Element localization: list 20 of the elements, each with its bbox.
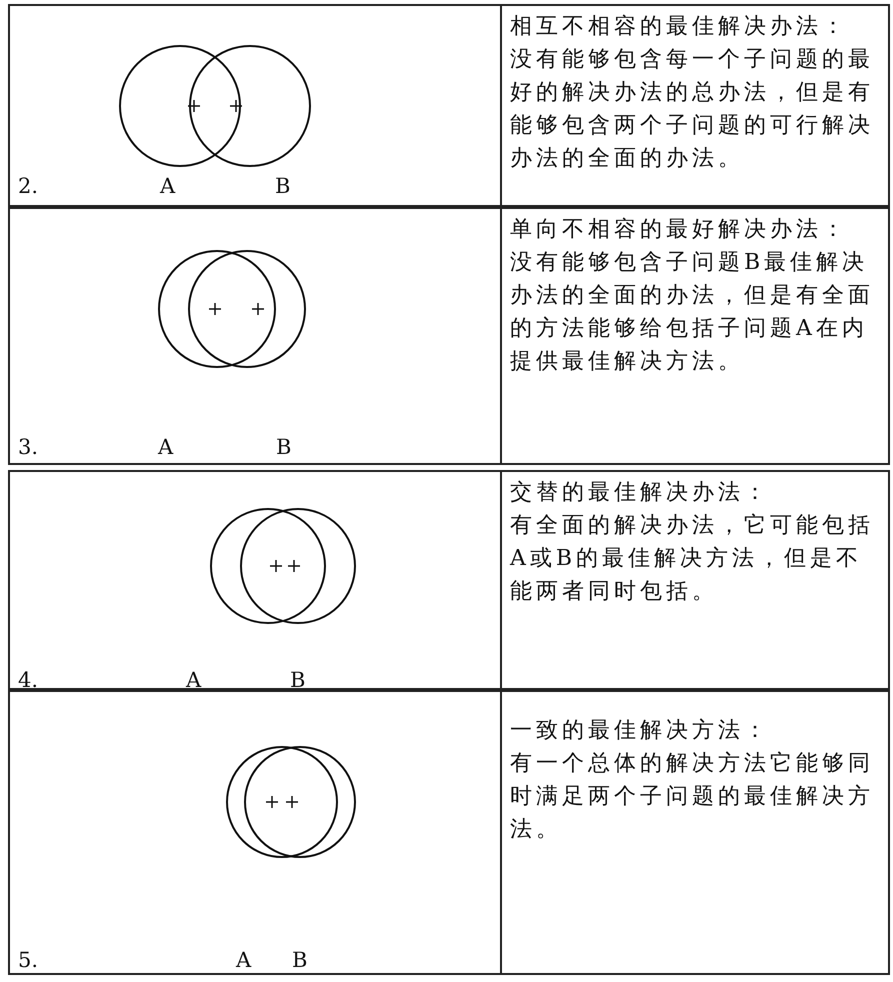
heading-text: 相互不相容的最佳解决办法： bbox=[510, 13, 849, 41]
circle-label: A bbox=[160, 174, 176, 198]
circle-label: A bbox=[186, 668, 202, 692]
row-number: 5. bbox=[18, 948, 38, 972]
row-number: 3. bbox=[18, 435, 38, 459]
circle-label: A bbox=[158, 435, 174, 459]
heading-text: 一致的最佳解决方法： bbox=[510, 717, 771, 745]
circle-label: B bbox=[290, 668, 306, 692]
circle-label: B bbox=[292, 948, 308, 972]
body-text: 没有能够包含每一个子问题的最好的解决办法的总办法，但是有能够包含两个子问题的可行解决办法的全面的办法。 bbox=[510, 46, 875, 173]
body-text: 有一个总体的解决方法它能够同时满足两个子问题的最佳解决方法。 bbox=[510, 750, 875, 844]
body-text: 没有能够包含子问题B最佳解决办法的全面的办法，但是有全面的方法能够给包括子问题A在内提供最佳解决方法。 bbox=[510, 249, 875, 376]
circle-label: B bbox=[276, 435, 292, 459]
heading-text: 交替的最佳解决办法： bbox=[510, 479, 771, 507]
row-number: 2. bbox=[18, 174, 38, 198]
body-text: 有全面的解决办法，它可能包括A或B的最佳解决方法，但是不能两者同时包括。 bbox=[510, 512, 875, 606]
circle-label: B bbox=[275, 174, 290, 198]
row-number: 4. bbox=[18, 668, 38, 692]
circle-label: A bbox=[236, 948, 252, 972]
heading-text: 单向不相容的最好解决办法： bbox=[510, 216, 849, 244]
